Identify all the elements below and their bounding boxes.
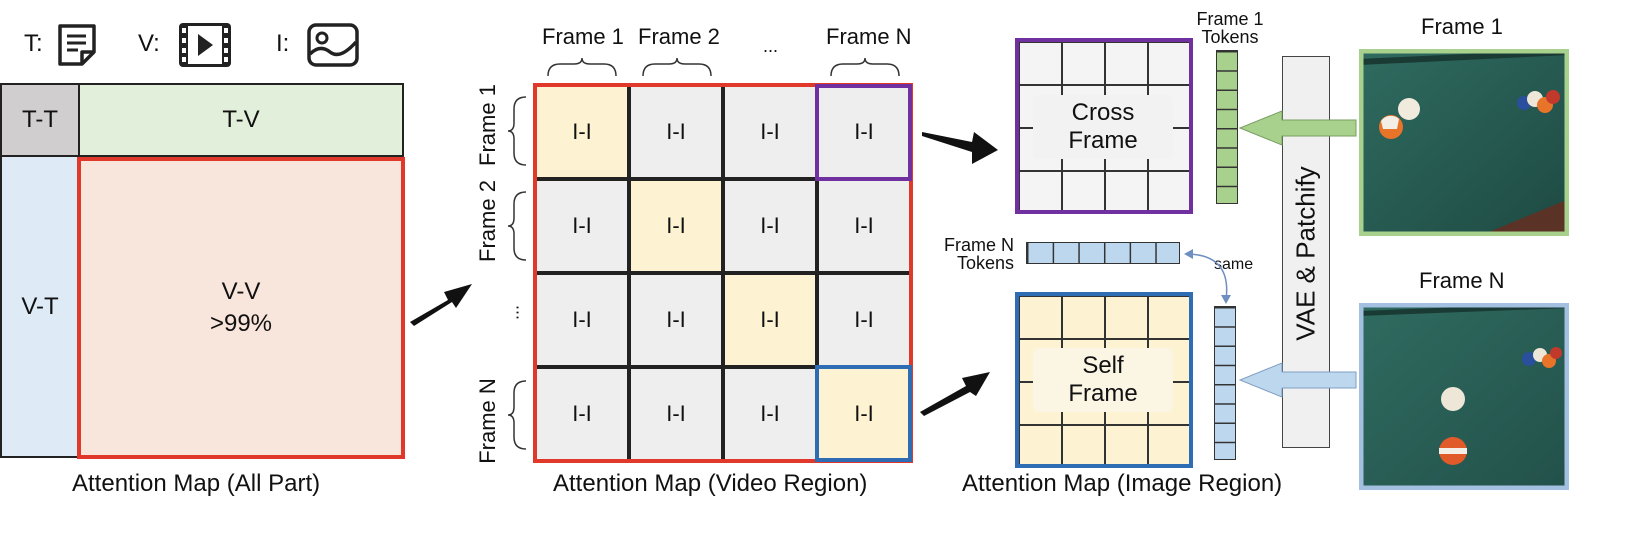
frameN-title: Frame N bbox=[1419, 268, 1505, 293]
cell-1-2: I-I bbox=[629, 85, 723, 179]
vv-block: V-V >99% bbox=[77, 157, 405, 459]
frameN-token-row bbox=[1026, 242, 1180, 264]
brace-col-4 bbox=[830, 57, 900, 77]
vv-label: V-V bbox=[221, 278, 261, 305]
row-header-1: Frame 1 bbox=[475, 84, 500, 166]
legend-video-label: V: bbox=[138, 30, 160, 57]
tv-label: T-V bbox=[222, 106, 260, 133]
cross-frame-line2: Frame bbox=[1068, 127, 1138, 154]
vt-label: V-T bbox=[21, 292, 59, 320]
col-header-2: Frame 2 bbox=[638, 24, 720, 49]
frameN-tokens-line1: Frame N bbox=[943, 235, 1014, 255]
col-header-1: Frame 1 bbox=[542, 24, 624, 49]
cell-1-1: I-I bbox=[535, 85, 629, 179]
document-icon bbox=[58, 24, 96, 66]
cell-2-3: I-I bbox=[723, 179, 817, 273]
row-header-3: ... bbox=[502, 305, 523, 321]
video-region-caption: Attention Map (Video Region) bbox=[553, 470, 868, 497]
self-frame-line1: Self bbox=[1082, 352, 1124, 379]
brace-col-1 bbox=[547, 57, 617, 77]
frame1-billiard-image bbox=[1359, 49, 1569, 236]
cell-4-4: I-I bbox=[817, 367, 911, 461]
legend-image-label: I: bbox=[276, 30, 290, 57]
legend-text-label: T: bbox=[24, 30, 43, 57]
tv-block: T-V bbox=[78, 83, 404, 157]
arrow-to-cross-frame bbox=[922, 132, 998, 164]
brace-row-4 bbox=[507, 380, 527, 450]
arrow-to-self-frame bbox=[920, 372, 990, 416]
row-header-4: Frame N bbox=[475, 378, 500, 464]
vv-percentage: >99% bbox=[209, 310, 273, 337]
cell-2-4: I-I bbox=[817, 179, 911, 273]
cross-frame-highlight bbox=[815, 84, 912, 181]
frameN-tokens-label: Frame N Tokens bbox=[934, 236, 1014, 272]
self-frame-label-box: Self Frame bbox=[1033, 348, 1173, 412]
tt-label: T-T bbox=[22, 106, 58, 133]
cell-4-2: I-I bbox=[629, 367, 723, 461]
cell-2-2: I-I bbox=[629, 179, 723, 273]
frame1-tokens-line2: Tokens bbox=[1201, 27, 1259, 47]
cell-3-2: I-I bbox=[629, 273, 723, 367]
vae-patchify-label: VAE & Patchify bbox=[1290, 166, 1321, 341]
frameN-tokens-line2: Tokens bbox=[956, 253, 1014, 273]
frame1-title: Frame 1 bbox=[1421, 14, 1503, 39]
image-region-caption: Attention Map (Image Region) bbox=[962, 470, 1283, 497]
image-icon bbox=[307, 23, 359, 67]
row-header-2: Frame 2 bbox=[475, 180, 500, 262]
tt-block: T-T bbox=[0, 83, 78, 157]
brace-row-1 bbox=[507, 96, 527, 166]
brace-row-2 bbox=[507, 191, 527, 261]
frameN-billiard-image bbox=[1359, 303, 1569, 490]
col-header-3: ... bbox=[763, 36, 779, 56]
self-frame-highlight bbox=[815, 365, 912, 462]
cell-3-3: I-I bbox=[723, 273, 817, 367]
frame1-tokens-line1: Frame 1 bbox=[1196, 9, 1264, 29]
cross-frame-line1: Cross bbox=[1071, 99, 1135, 126]
frame1-tokens-label: Frame 1 Tokens bbox=[1190, 10, 1270, 46]
video-region-border bbox=[533, 83, 913, 463]
brace-col-2 bbox=[642, 57, 712, 77]
all-part-caption: Attention Map (All Part) bbox=[72, 470, 321, 497]
vt-block: V-T bbox=[0, 157, 78, 458]
self-frame-line2: Frame bbox=[1068, 380, 1138, 407]
cell-2-1: I-I bbox=[535, 179, 629, 273]
col-header-4: Frame N bbox=[826, 24, 912, 49]
frame1-token-column bbox=[1216, 50, 1238, 204]
same-label: same bbox=[1214, 256, 1254, 273]
arrow-allpart-to-video bbox=[410, 284, 472, 326]
film-icon bbox=[179, 23, 231, 67]
cross-frame-label-box: Cross Frame bbox=[1033, 95, 1173, 159]
frameN-token-column bbox=[1214, 306, 1236, 460]
